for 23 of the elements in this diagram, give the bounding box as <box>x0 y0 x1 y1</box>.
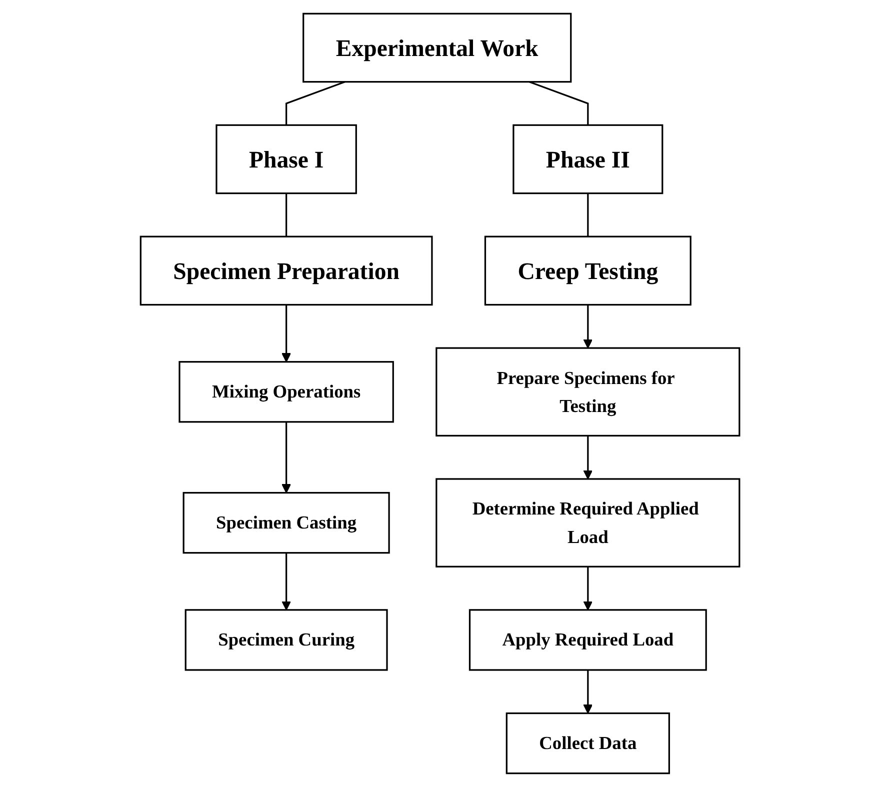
connector <box>530 81 590 126</box>
node-box: Phase I <box>216 124 358 194</box>
node-box: Specimen Preparation <box>140 236 434 306</box>
arrow <box>282 304 292 362</box>
arrow <box>282 422 292 494</box>
connector <box>286 81 346 126</box>
arrow <box>282 552 292 610</box>
arrow <box>584 670 594 714</box>
arrow <box>584 436 594 480</box>
node-box: Mixing Operations <box>179 361 394 423</box>
node-box: Collect Data <box>506 712 670 774</box>
node-box: Prepare Specimens for Testing <box>436 347 741 436</box>
node-box: Creep Testing <box>484 236 692 306</box>
arrow <box>584 566 594 610</box>
connector <box>588 193 590 237</box>
node-box: Specimen Casting <box>183 492 390 554</box>
node-box: Determine Required Applied Load <box>436 478 741 568</box>
node-box: Experimental Work <box>303 12 572 83</box>
connector <box>286 193 288 237</box>
node-box: Specimen Curing <box>185 609 388 671</box>
arrow <box>584 304 594 348</box>
node-box: Apply Required Load <box>469 609 708 671</box>
node-box: Phase II <box>513 124 664 194</box>
